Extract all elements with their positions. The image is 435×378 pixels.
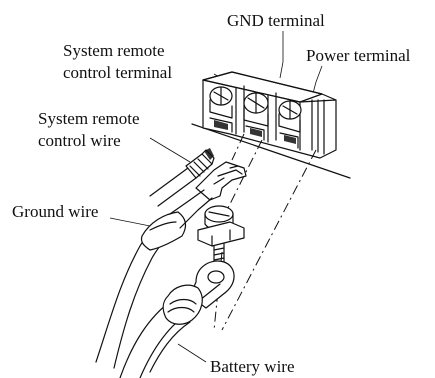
ground-wire-label: Ground wire [12, 202, 98, 221]
power-terminal-screw [278, 100, 302, 133]
system-remote-control-wire [149, 148, 215, 207]
system-remote-terminal-screw [209, 86, 233, 119]
system-remote-control-terminal-label-line1: System remote [63, 41, 165, 60]
guide-lines [213, 133, 317, 331]
system-remote-control-terminal-label-line2: control terminal [63, 63, 172, 82]
mounting-surface-line [191, 123, 351, 179]
ground-wire [95, 189, 213, 369]
spade-terminal [195, 161, 247, 201]
gnd-terminal-label: GND terminal [227, 11, 325, 30]
power-terminal-label: Power terminal [306, 46, 411, 65]
battery-wire-label: Battery wire [210, 357, 295, 376]
gnd-terminal-screw [243, 92, 269, 127]
ground-screw-assembly [197, 205, 245, 263]
system-remote-control-wire-label-line2: control wire [38, 131, 121, 150]
terminal-screws [209, 86, 302, 133]
battery-wire [119, 284, 203, 378]
system-remote-control-wire-label-line1: System remote [38, 109, 140, 128]
